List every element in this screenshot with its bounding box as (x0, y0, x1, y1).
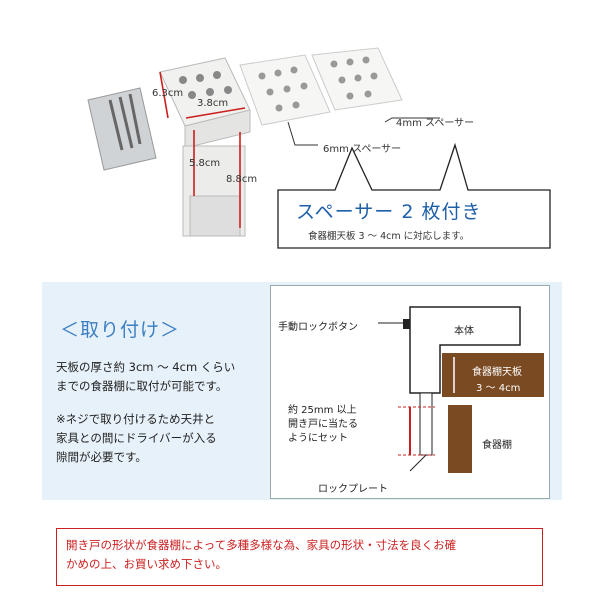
spacer-4mm-icon (311, 47, 403, 111)
install-title: ＜取り付け＞ (60, 319, 181, 341)
dim-width: 3.8cm (197, 98, 229, 109)
cabinet-door (448, 405, 472, 473)
callout-frame (277, 142, 551, 249)
shelf-board (442, 353, 544, 397)
dimension-arrows (159, 71, 246, 228)
stopper-body-icon (159, 57, 251, 237)
callout-subtitle: 食器棚天板 3 ～ 4cm に対応します。 (308, 231, 470, 242)
lock-button-label: 手動ロックボタン (278, 322, 358, 333)
dim-total: 8.8cm (226, 174, 258, 185)
dim-height: 5.8cm (189, 158, 221, 169)
install-para-1: 天板の厚さ約 3cm ～ 4cm くらい までの食器棚に取付が可能です。 (56, 360, 236, 393)
top-board-label: 食器棚天板 (472, 367, 522, 378)
pointer-4mm (384, 117, 440, 123)
top-range-label: 3 ～ 4cm (476, 383, 521, 394)
screw-pack-icon (87, 87, 157, 171)
body-label: 本体 (454, 326, 474, 337)
pointer-6mm (287, 121, 318, 146)
spacer-4mm-label: 4mm スペーサー (396, 118, 475, 129)
cabinet-label: 食器棚 (482, 440, 512, 451)
install-diagram-drawing (378, 306, 544, 473)
install-para-2: ※ネジで取り付けるため天井と 家具との間にドライバーが入る 隙間が必要です。 (56, 412, 217, 464)
callout-title: スペーサー 2 枚付き (296, 201, 482, 223)
gap-label: 約 25mm 以上 開き戸に当たる ようにセット (288, 405, 358, 444)
lock-plate-label: ロックプレート (318, 484, 388, 495)
spacer-6mm-icon (239, 54, 331, 126)
note-box (56, 528, 543, 586)
product-illustration (87, 47, 551, 249)
note-text: 開き戸の形状が食器棚によって多種多様な為、家具の形状・寸法を良くお確 かめの上、… (66, 538, 457, 571)
dim-depth: 6.3cm (152, 88, 184, 99)
spacer-6mm-label: 6mm スペーサー (323, 144, 402, 155)
